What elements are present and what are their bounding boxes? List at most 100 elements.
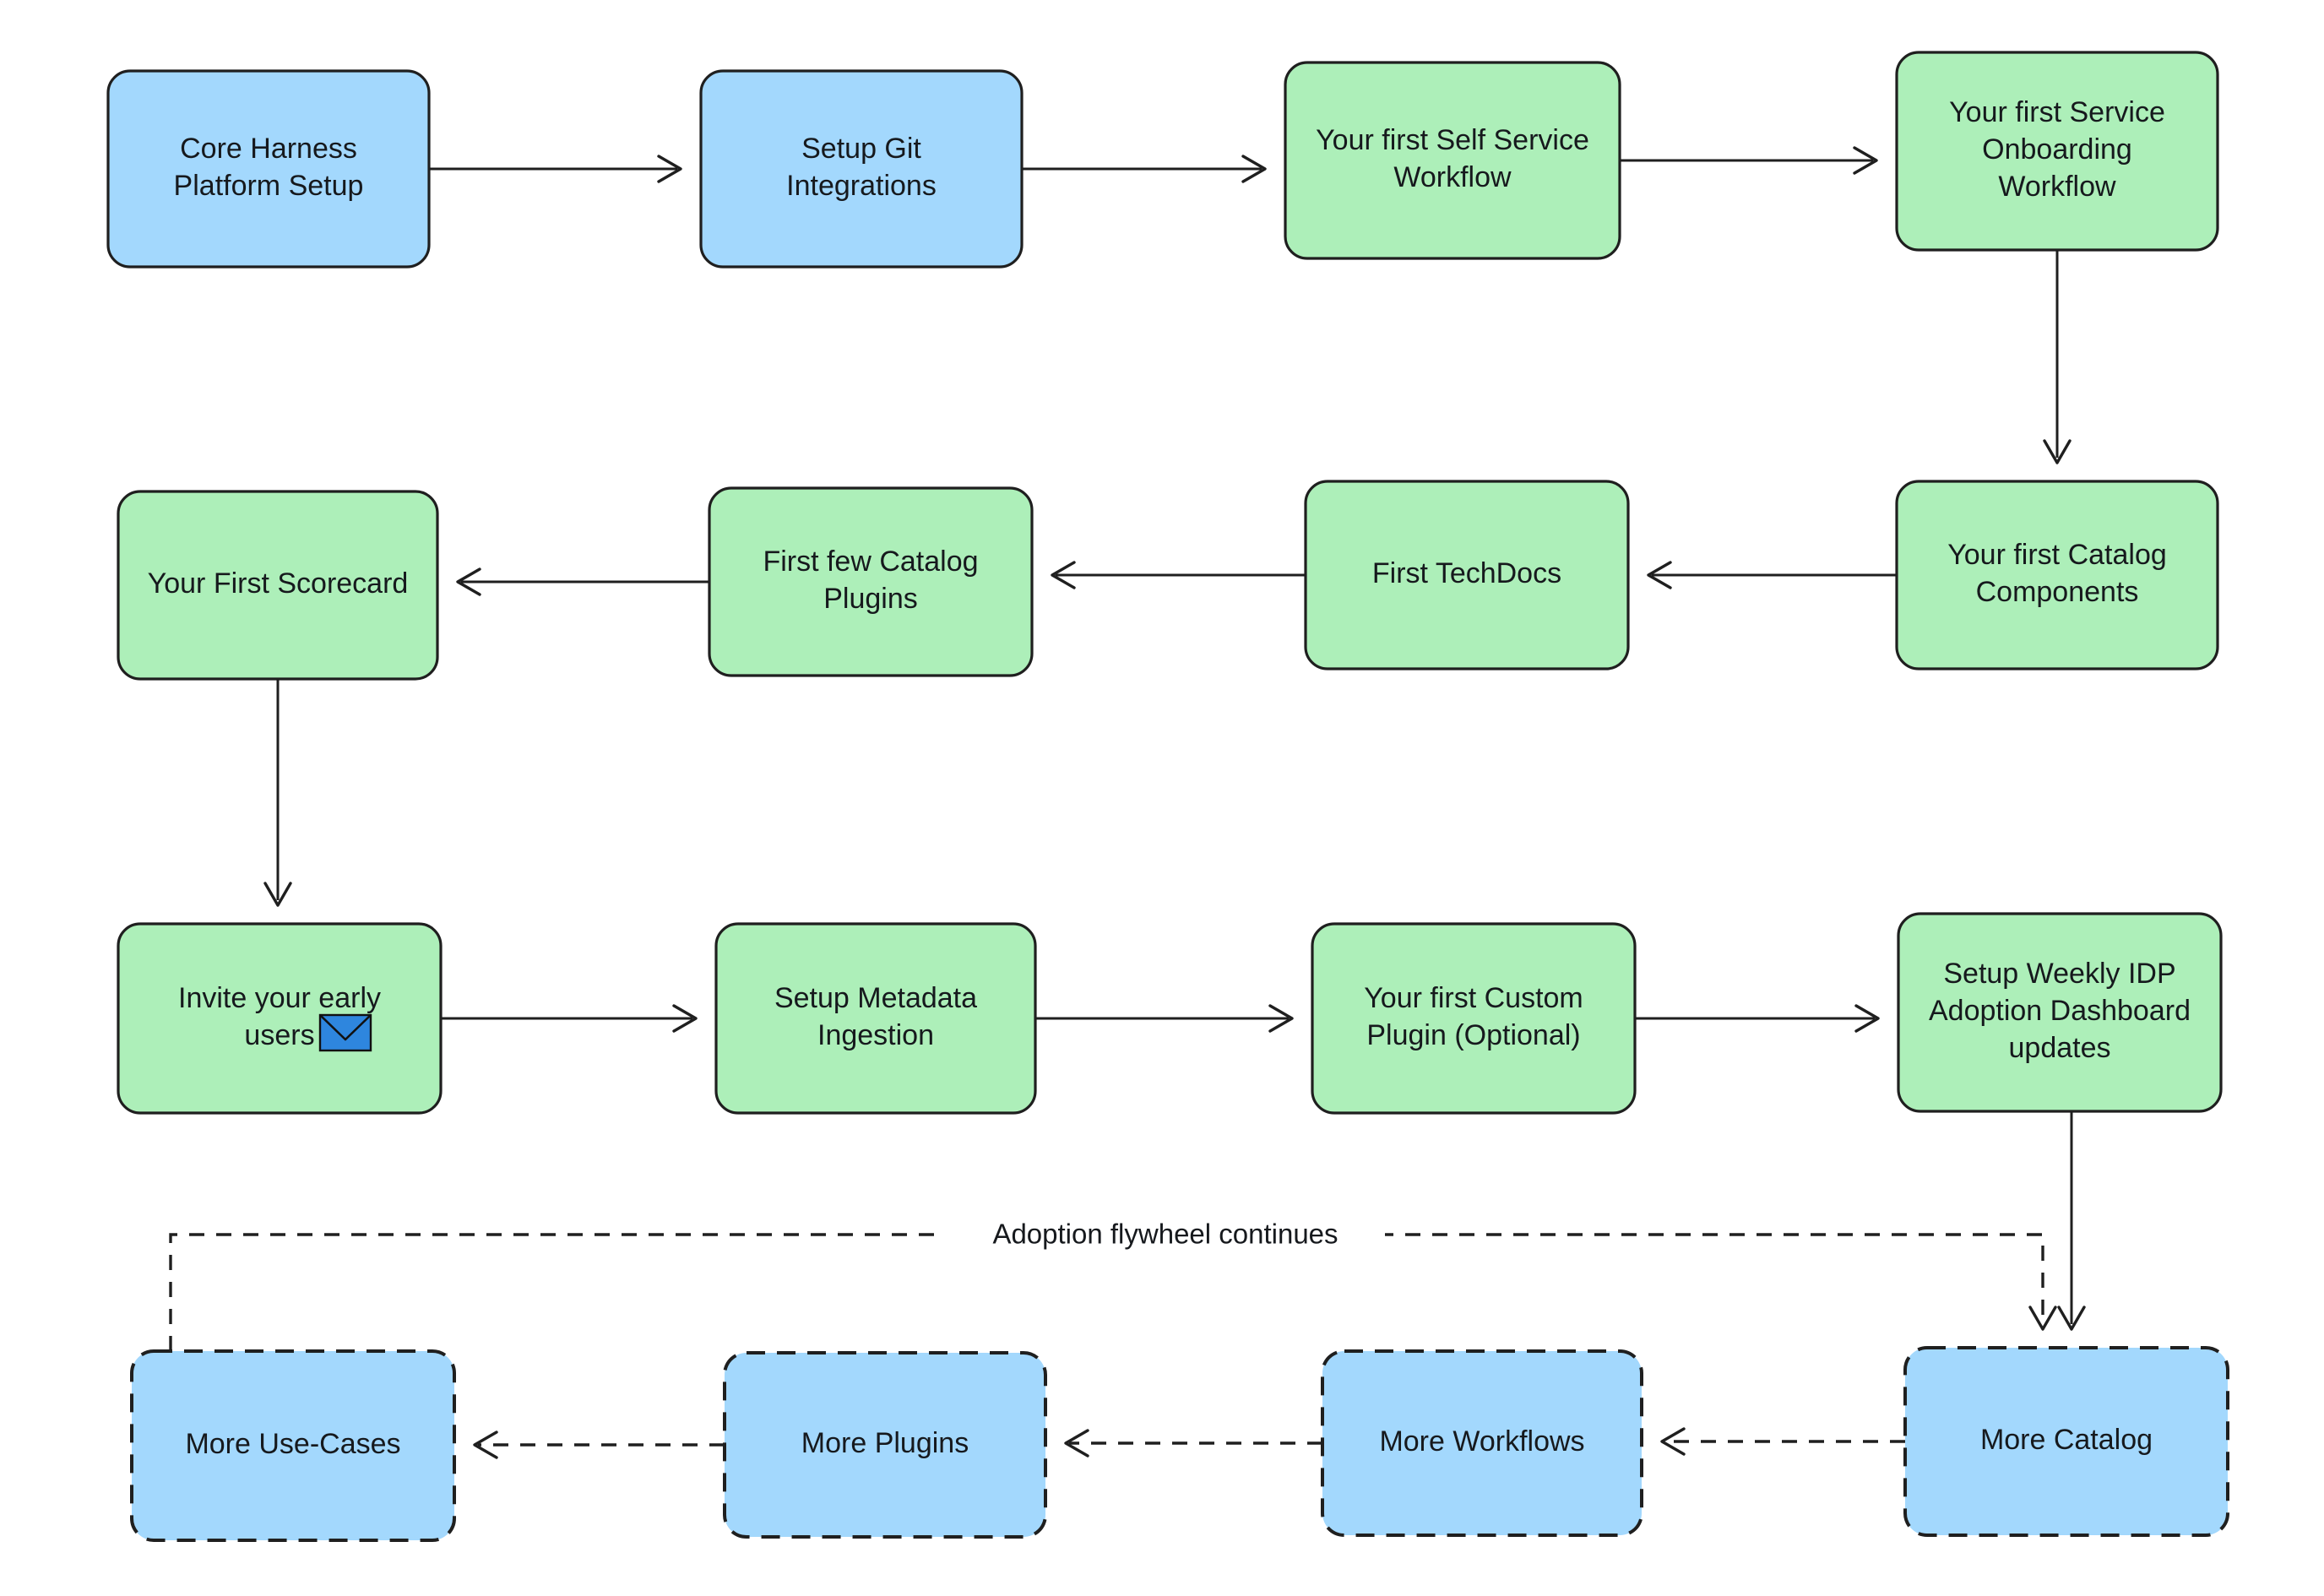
node-label-line: Onboarding (1982, 133, 2132, 166)
edge-your-first-self-service-workflow-to-your-first-service-onboarding-workflow (1620, 146, 1878, 175)
node-shape (1321, 1349, 1643, 1537)
edge-setup-metadata-ingestion-to-your-first-custom-plugin-optional (1035, 1004, 1294, 1033)
flow-node-first-techdocs[interactable]: First TechDocs (1304, 480, 1630, 670)
arrow-head (672, 1004, 698, 1033)
edge-your-first-custom-plugin-optional-to-setup-weekly-idp-adoption-dashboard-updates (1635, 1004, 1880, 1033)
node-label-line: Your First Scorecard (148, 567, 409, 600)
edge-first-few-catalog-plugins-to-your-first-scorecard (456, 567, 709, 596)
edges-layer (169, 146, 2086, 1459)
node-label-line: Invite your early (178, 982, 381, 1014)
node-shape (1304, 480, 1630, 670)
arrow-head (2057, 1306, 2086, 1331)
node-shape (1284, 61, 1621, 260)
edge-your-first-scorecard-to-invite-your-early-users (263, 679, 292, 907)
node-label-line: Workflow (1393, 161, 1512, 193)
edge-setup-git-integrations-to-your-first-self-service-workflow (1022, 155, 1267, 183)
arrow-head (456, 567, 481, 596)
flow-node-more-catalog[interactable]: More Catalog (1903, 1346, 2229, 1537)
node-shape (1895, 51, 2219, 252)
node-label-line: Setup Metadata (774, 982, 977, 1014)
edge-adoption-flywheel-loop (169, 1233, 2057, 1351)
node-shape (130, 1349, 456, 1542)
arrow-head (2028, 1306, 2057, 1331)
node-label-line: Your first Self Service (1316, 124, 1589, 156)
edge-setup-weekly-idp-adoption-dashboard-updates-to-more-catalog (2057, 1111, 2086, 1331)
edge-caption-adoption-flywheel: Adoption flywheel continues (992, 1219, 1338, 1250)
node-shape (1311, 922, 1637, 1115)
node-label-line: Your first Catalog (1947, 539, 2167, 571)
edge-caption-backdrop (946, 1213, 1385, 1257)
envelope-icon (318, 1013, 372, 1052)
node-label-line: Components (1976, 576, 2139, 608)
node-shape (1895, 480, 2219, 670)
node-label-line: Workflow (1998, 171, 2116, 203)
node-shape (708, 486, 1034, 677)
node-label-line: Your first Service (1949, 96, 2165, 128)
flow-node-your-first-scorecard[interactable]: Your First Scorecard (117, 490, 439, 681)
flow-node-more-workflows[interactable]: More Workflows (1321, 1349, 1643, 1537)
edge-captions-layer: Adoption flywheel continues (946, 1213, 1385, 1257)
arrow-head (1660, 1427, 1686, 1456)
flow-node-more-use-cases[interactable]: More Use-Cases (130, 1349, 456, 1542)
edge-your-first-catalog-components-to-first-techdocs (1647, 561, 1897, 589)
node-label-line: First few Catalog (763, 546, 978, 578)
arrow-head (1854, 1004, 1880, 1033)
node-shape (106, 69, 431, 269)
node-shape (714, 922, 1037, 1115)
node-label-line: users (244, 1019, 314, 1051)
arrow-head (2043, 439, 2072, 464)
node-label-line: Your first Custom (1364, 982, 1583, 1014)
node-label-line: More Plugins (801, 1427, 969, 1459)
node-label-line: Adoption Dashboard (1929, 995, 2191, 1027)
flow-node-setup-weekly-idp-adoption-dashboard-updates[interactable]: Setup Weekly IDP Adoption Dashboard update… (1897, 912, 2223, 1113)
node-label-line: More Use-Cases (185, 1428, 400, 1460)
flow-node-more-plugins[interactable]: More Plugins (723, 1351, 1047, 1539)
node-label-line: More Workflows (1379, 1425, 1584, 1458)
edge-invite-your-early-users-to-setup-metadata-ingestion (441, 1004, 698, 1033)
node-label-line: Ingestion (817, 1019, 934, 1051)
edge-more-workflows-to-more-plugins (1064, 1429, 1322, 1458)
node-shape (117, 490, 439, 681)
edge-your-first-service-onboarding-workflow-to-your-first-catalog-components (2043, 250, 2072, 464)
edge-path (169, 1233, 2044, 1351)
node-label-line: More Catalog (1980, 1424, 2153, 1456)
node-label-line: Setup Git (801, 133, 921, 165)
node-label-line: First TechDocs (1372, 557, 1561, 589)
node-label-line: Platform Setup (174, 170, 364, 202)
arrow-head (473, 1430, 498, 1459)
arrow-head (1853, 146, 1878, 175)
arrow-head (1241, 155, 1267, 183)
edge-more-catalog-to-more-workflows (1660, 1427, 1905, 1456)
node-label-line: Setup Weekly IDP (1943, 958, 2175, 990)
node-shape (699, 69, 1024, 269)
arrow-head (1647, 561, 1672, 589)
arrow-head (1051, 561, 1076, 589)
node-label-line: Core Harness (180, 133, 357, 165)
arrow-head (1064, 1429, 1089, 1458)
node-shape (723, 1351, 1047, 1539)
node-label-line: updates (2009, 1032, 2111, 1064)
edge-more-plugins-to-more-use-cases (473, 1430, 725, 1459)
node-shape (117, 922, 443, 1115)
edge-core-harness-platform-setup-to-setup-git-integrations (429, 155, 682, 183)
node-shape (1903, 1346, 2229, 1537)
node-label-line: Plugin (Optional) (1366, 1019, 1580, 1051)
arrow-head (1268, 1004, 1294, 1033)
node-label-line: Integrations (786, 170, 937, 202)
arrow-head (263, 882, 292, 907)
node-label-line: Plugins (823, 583, 918, 615)
flow-node-invite-your-early-users[interactable]: Invite your early users (117, 922, 443, 1115)
arrow-head (657, 155, 682, 183)
edge-first-techdocs-to-first-few-catalog-plugins (1051, 561, 1306, 589)
